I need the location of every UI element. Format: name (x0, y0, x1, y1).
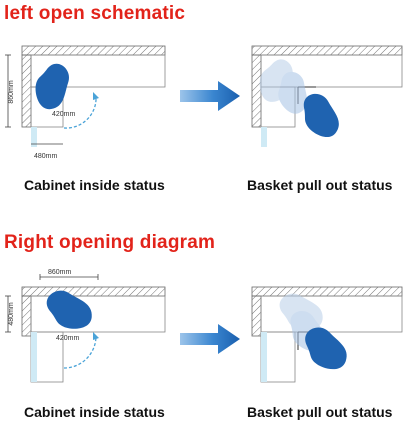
right-pullout-caption: Basket pull out status (247, 404, 393, 420)
section-right-heading: Right opening diagram (4, 232, 216, 253)
right-inside-diagram: 860mm 480mm 420mm (5, 269, 166, 383)
door-panel (31, 127, 37, 147)
swing-arrow-head (93, 92, 99, 100)
cabinet-outline (260, 295, 403, 333)
section-left-heading: left open schematic (4, 3, 186, 24)
swing-arc (63, 335, 97, 369)
dim-width-label: 480mm (34, 153, 58, 160)
dim-height-label: 480mm (8, 302, 15, 326)
cabinet-side-wall (251, 295, 262, 337)
cabinet-outline (30, 54, 166, 88)
dim-swing-label: 420mm (52, 111, 76, 118)
cabinet-top-wall (21, 45, 166, 56)
dim-width-label: 860mm (48, 269, 72, 276)
right-inside-caption: Cabinet inside status (24, 404, 165, 420)
cabinet-top-wall (21, 286, 166, 297)
cabinet-side-wall (251, 54, 262, 128)
right-pullout-diagram (251, 286, 403, 383)
swing-arc (63, 95, 97, 129)
cabinet-side-wall (21, 295, 32, 337)
left-pullout-diagram (251, 45, 403, 147)
cabinet-outline (30, 295, 166, 333)
basket-blue-shape (28, 60, 78, 113)
dim-height-label: 860mm (8, 80, 15, 104)
cabinet-top-wall (251, 286, 403, 297)
door-panel (261, 127, 267, 147)
cabinet-top-wall (251, 45, 403, 56)
transition-arrow-2 (180, 324, 240, 354)
left-inside-caption: Cabinet inside status (24, 177, 165, 193)
swing-arrow-head (93, 332, 99, 340)
left-inside-diagram: 860mm 480mm 420mm (5, 45, 166, 160)
door-panel (31, 332, 37, 382)
transition-arrow-1 (180, 81, 240, 111)
cabinet-side-wall (21, 54, 32, 128)
door-panel (261, 332, 267, 382)
cabinet-outline (260, 54, 403, 88)
dim-swing-label: 420mm (56, 335, 80, 342)
left-pullout-caption: Basket pull out status (247, 177, 393, 193)
